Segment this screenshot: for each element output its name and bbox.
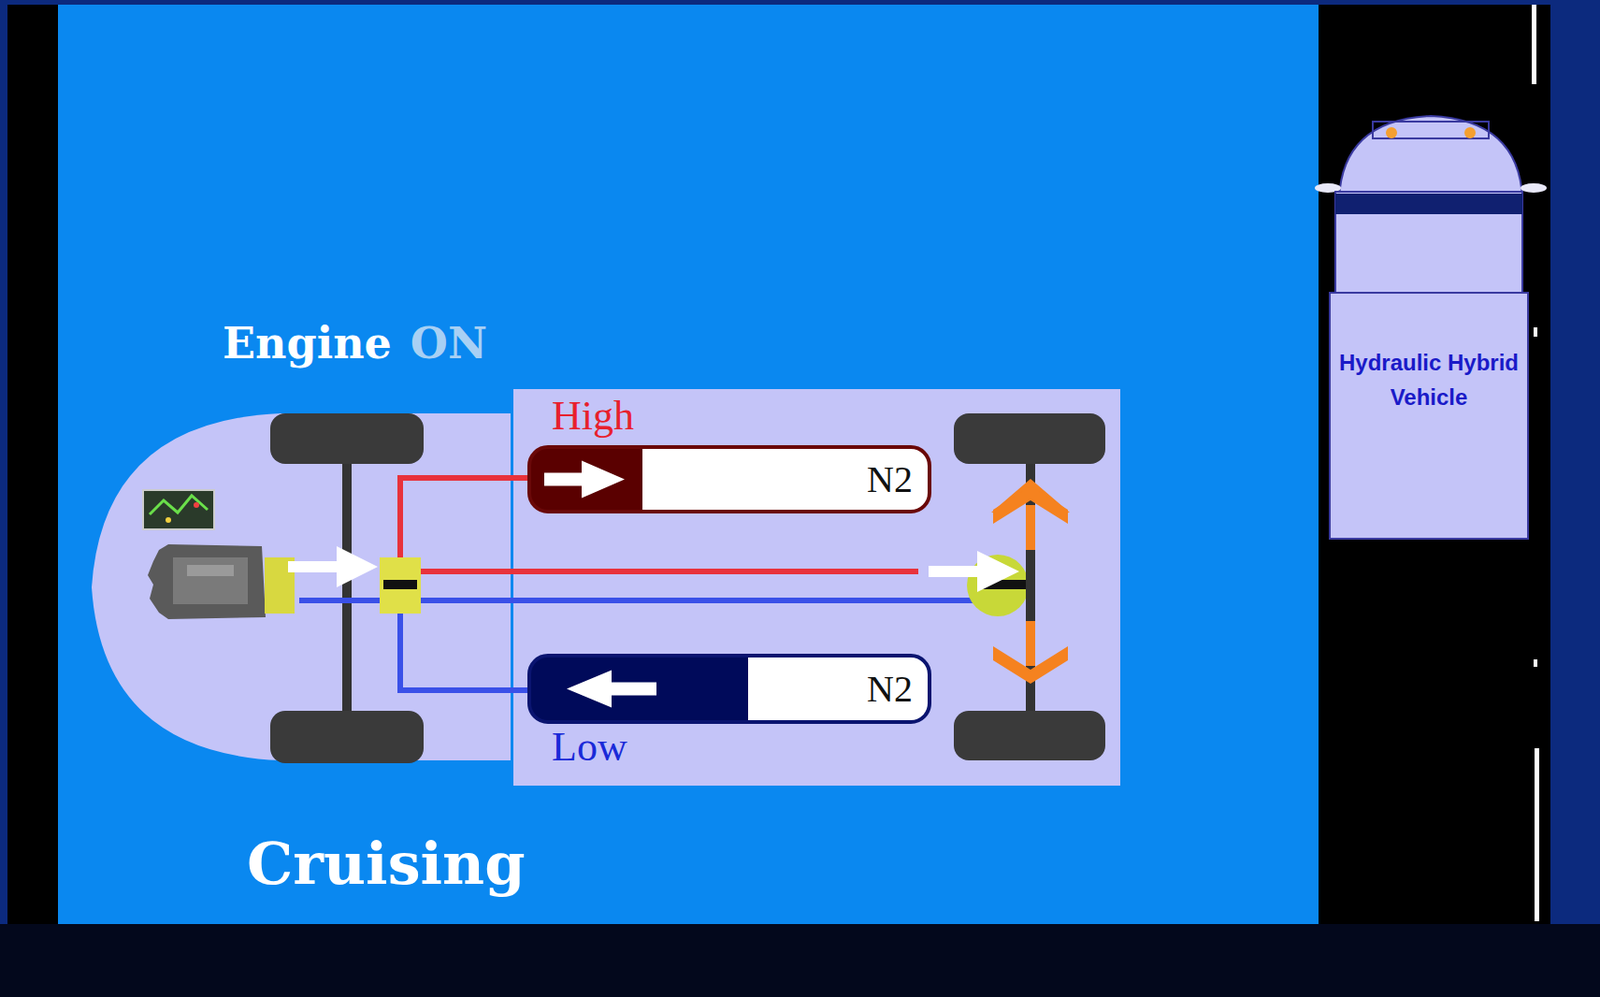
road-lines — [1531, 4, 1540, 922]
road-strip — [1318, 4, 1551, 924]
controller-icon — [143, 490, 215, 530]
flow-arrow — [544, 461, 625, 499]
mode-caption: Cruising — [246, 835, 526, 894]
chassis — [91, 389, 1121, 786]
torque-arrows — [991, 478, 1070, 684]
tank-heading: Low — [527, 723, 932, 771]
vehicle-label: Hydraulic Hybrid Vehicle — [1335, 345, 1523, 415]
wheels — [270, 413, 1106, 764]
tank-heading: High — [527, 392, 932, 440]
engine — [147, 544, 295, 620]
gas-label: N2 — [866, 457, 932, 502]
bottom-band — [0, 923, 1600, 997]
gas-label: N2 — [866, 666, 932, 711]
flow-arrow — [566, 670, 657, 708]
engine-state: ON — [410, 321, 488, 365]
pump — [379, 557, 421, 614]
vehicle-top-view — [1314, 115, 1547, 539]
vehicle-label-box: Hydraulic Hybrid Vehicle — [1329, 292, 1528, 539]
high-accumulator: HighN2 — [527, 392, 932, 514]
tank-body: N2 — [527, 653, 932, 724]
engine-label: Engine — [222, 321, 392, 365]
tank-body: N2 — [527, 445, 932, 514]
flow-arrows — [288, 546, 1020, 592]
blue-panel — [57, 4, 1319, 924]
left-strip — [7, 4, 58, 924]
low-reservoir: N2Low — [527, 653, 932, 771]
